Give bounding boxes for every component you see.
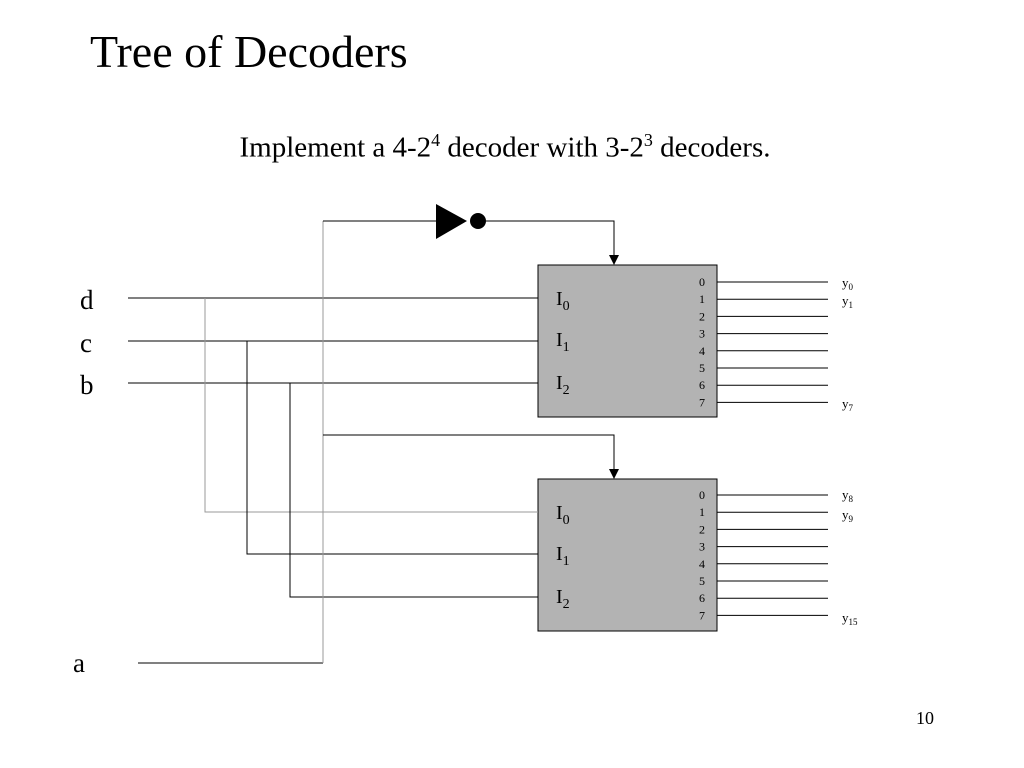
top-output-number-0: 0 (699, 275, 705, 289)
subtitle-part-2: decoder with 3-2 (440, 131, 644, 164)
bottom-pin-i0: I0 (556, 502, 570, 528)
top-output-number-2: 2 (699, 309, 705, 323)
output-label-y0: y0 (842, 275, 854, 292)
output-label-y9: y9 (842, 507, 854, 524)
subtitle-part-1: Implement a 4-2 (239, 131, 432, 164)
bottom-decoder-outputs: 0 1 2 3 4 5 6 7 (699, 488, 828, 622)
subtitle-superscript-2: 3 (643, 130, 653, 150)
bottom-pin-i2: I2 (556, 586, 570, 612)
top-output-number-5: 5 (699, 361, 705, 375)
subtitle-superscript-1: 4 (431, 130, 441, 150)
top-output-number-3: 3 (699, 327, 705, 341)
bottom-decoder-box (537, 478, 718, 632)
bottom-output-number-0: 0 (699, 488, 705, 502)
input-label-b: b (80, 370, 94, 400)
top-output-number-1: 1 (699, 292, 705, 306)
top-output-number-4: 4 (699, 344, 705, 358)
bottom-output-number-1: 1 (699, 505, 705, 519)
bottom-output-number-7: 7 (699, 608, 705, 622)
subtitle: Implement a 4-24 decoder with 3-23 decod… (0, 130, 1010, 165)
top-enable-arrowhead (609, 255, 619, 265)
bottom-output-number-3: 3 (699, 540, 705, 554)
bottom-output-number-4: 4 (699, 557, 705, 571)
inverter-triangle (436, 204, 467, 239)
input-label-a: a (73, 648, 85, 678)
input-label-d: d (80, 285, 94, 315)
bottom-output-number-2: 2 (699, 522, 705, 536)
output-label-y7: y7 (842, 396, 854, 413)
input-label-c: c (80, 328, 92, 358)
wire-a-to-bottom-enable (323, 434, 615, 469)
top-pin-i0: I0 (556, 288, 570, 314)
top-output-number-7: 7 (699, 395, 705, 409)
top-pin-i1: I1 (556, 329, 570, 355)
wire-d-branch (204, 298, 538, 513)
bottom-enable-arrowhead (609, 469, 619, 479)
subtitle-part-3: decoders. (652, 131, 771, 164)
bottom-output-number-5: 5 (699, 574, 705, 588)
output-label-y15: y15 (842, 610, 858, 627)
bottom-output-number-6: 6 (699, 591, 705, 605)
top-decoder-outputs: 0 1 2 3 4 5 6 7 (699, 275, 828, 409)
output-label-y1: y1 (842, 293, 853, 310)
wire-c-branch (246, 341, 538, 555)
wire-inverter-to-top-enable (486, 220, 615, 255)
bottom-pin-i1: I1 (556, 543, 570, 569)
page-number: 10 (916, 708, 934, 728)
output-label-y8: y8 (842, 487, 854, 504)
top-output-number-6: 6 (699, 378, 705, 392)
page-title: Tree of Decoders (90, 26, 408, 77)
inverter-bubble (470, 213, 486, 229)
top-pin-i2: I2 (556, 372, 570, 398)
top-decoder-box (537, 264, 718, 418)
wire-b-branch (289, 383, 538, 598)
